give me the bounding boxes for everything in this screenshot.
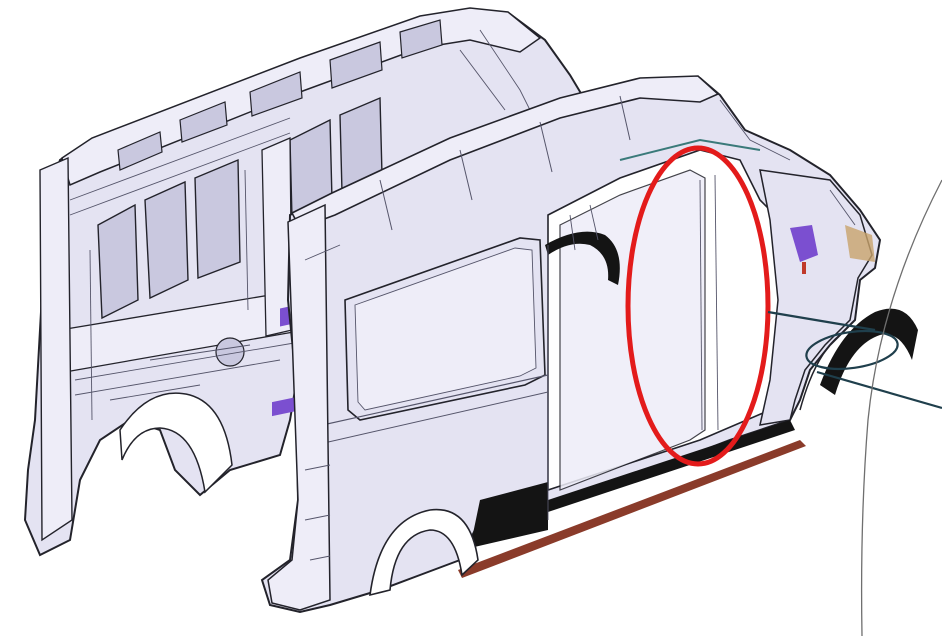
outer-rear-wheel-arch <box>369 508 479 597</box>
inner-access-hole <box>215 337 245 367</box>
rocker-rust-strip <box>458 440 806 578</box>
door-opening-flare <box>545 231 620 285</box>
front-red-clip <box>802 262 806 274</box>
inner-purple-bracket-2 <box>272 397 296 417</box>
inner-upper-opening-4 <box>329 41 383 89</box>
front-wheel-arch-flare <box>820 308 918 395</box>
outer-side-panel <box>260 75 918 614</box>
inner-upper-opening-1 <box>117 131 163 171</box>
roof-rib-lines <box>379 95 631 231</box>
inner-detail-lines <box>69 29 541 421</box>
inner-upper-opening-3 <box>249 71 303 117</box>
belt-line-lower <box>301 391 549 449</box>
outer-roof <box>290 75 720 229</box>
door-frame-inner <box>559 169 706 491</box>
front-purple-part <box>790 225 818 262</box>
callout-leader-lower <box>816 370 942 410</box>
inner-upper-opening-5 <box>399 19 443 59</box>
front-door-area <box>759 169 873 426</box>
inner-upper-opening-2 <box>179 101 228 143</box>
inner-window-3 <box>194 158 241 280</box>
belt-line <box>299 374 549 431</box>
callout-leader-upper <box>767 310 876 332</box>
inner-pillar-mid <box>261 137 293 337</box>
inner-wheel-arch <box>119 392 233 494</box>
reference-arc <box>860 179 942 636</box>
front-wheel-arch-edge <box>799 334 841 411</box>
callouts <box>625 145 942 636</box>
inner-window-2 <box>144 180 189 300</box>
top-teal-trim <box>619 138 761 161</box>
callout-loop <box>805 329 899 371</box>
inner-pillar-rear <box>39 156 73 542</box>
outer-rear-pillar <box>267 203 331 611</box>
front-tan-part <box>845 225 875 262</box>
highlight-ellipse <box>625 145 771 467</box>
outer-detail-lines <box>304 99 856 561</box>
outer-side-window-inner <box>354 247 537 411</box>
rocker-black-trim <box>470 482 548 548</box>
inner-window-1 <box>97 203 139 320</box>
